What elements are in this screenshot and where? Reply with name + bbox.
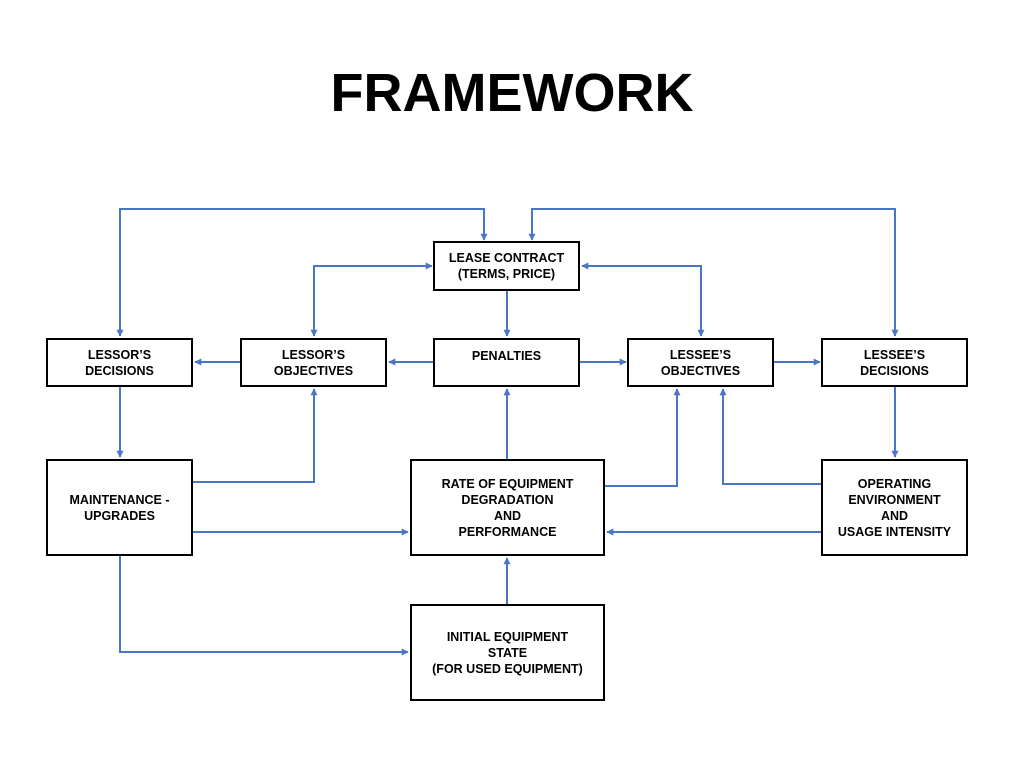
node-operating-environment: OPERATING ENVIRONMENT AND USAGE INTENSIT…: [821, 459, 968, 556]
edge-operating-to-lessees-objectives: [719, 388, 822, 485]
edge-lease-to-lessors-decisions: [116, 208, 488, 337]
node-lease-contract: LEASE CONTRACT (TERMS, PRICE): [433, 241, 580, 291]
edge-lease-to-lessors-objectives: [310, 262, 433, 337]
page-title: FRAMEWORK: [330, 63, 694, 123]
edge-lease-to-lessees-objectives: [581, 262, 705, 337]
node-initial-equipment-state: INITIAL EQUIPMENT STATE (FOR USED EQUIPM…: [410, 604, 605, 701]
edge-degradation-to-lessees-objectives: [605, 388, 681, 487]
node-rate-of-degradation: RATE OF EQUIPMENT DEGRADATION AND PERFOR…: [410, 459, 605, 556]
node-penalties: PENALTIES: [433, 338, 580, 387]
node-lessors-objectives: LESSOR’S OBJECTIVES: [240, 338, 387, 387]
node-lessors-decisions: LESSOR’S DECISIONS: [46, 338, 193, 387]
edge-lease-to-lessees-decisions: [528, 208, 899, 337]
node-maintenance-upgrades: MAINTENANCE - UPGRADES: [46, 459, 193, 556]
node-lessees-decisions: LESSEE’S DECISIONS: [821, 338, 968, 387]
edge-maintenance-to-lessors-objectives: [193, 388, 318, 483]
node-lessees-objectives: LESSEE’S OBJECTIVES: [627, 338, 774, 387]
edge-maintenance-to-initial-state: [119, 556, 409, 656]
